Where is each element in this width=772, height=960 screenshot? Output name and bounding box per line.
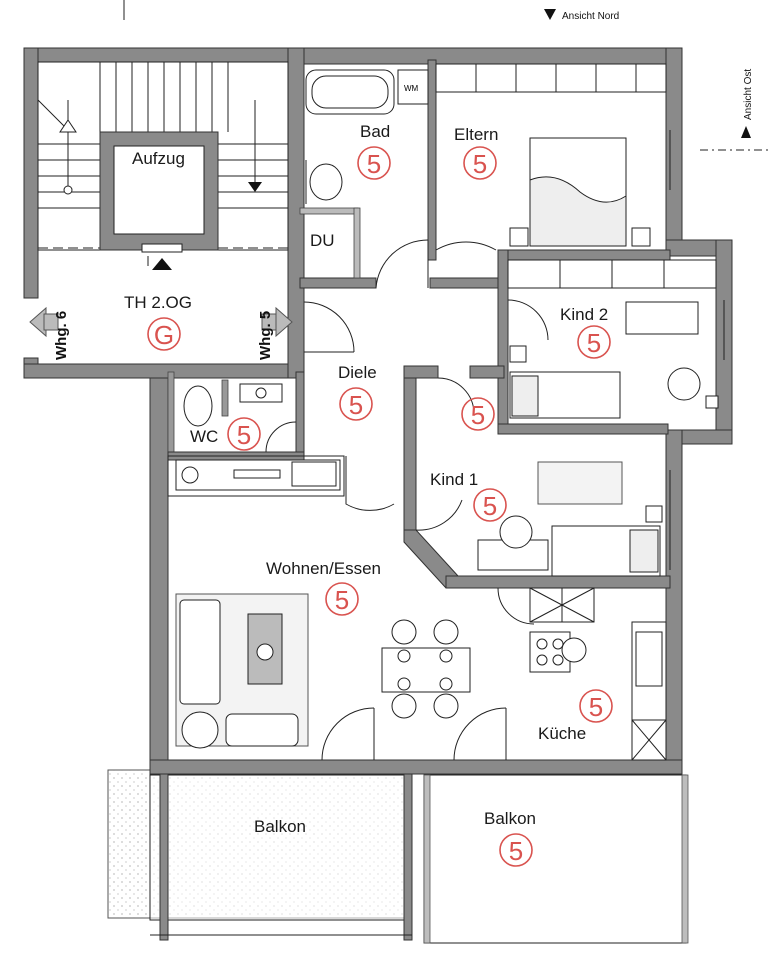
neighbor-left-arrow bbox=[29, 306, 59, 338]
interior-walls bbox=[167, 47, 671, 589]
kitchen-fixtures bbox=[529, 587, 667, 761]
marker-child1: 5 bbox=[473, 488, 507, 522]
washing-machine-label: WM bbox=[404, 84, 419, 93]
neighbor-right-arrow bbox=[261, 306, 293, 338]
bathroom-fixtures: WM bbox=[305, 69, 429, 289]
room-label-kitchen: Küche bbox=[538, 724, 586, 743]
room-label-wc: WC bbox=[190, 427, 218, 446]
marker-hallway-text: 5 bbox=[349, 390, 363, 420]
marker-child1-text: 5 bbox=[483, 491, 497, 521]
room-label-child1: Kind 1 bbox=[430, 470, 478, 489]
marker-bathroom-text: 5 bbox=[367, 149, 381, 179]
marker-kitchen: 5 bbox=[579, 689, 613, 723]
balcony-left bbox=[107, 769, 413, 941]
room-label-bathroom: Bad bbox=[360, 122, 390, 141]
marker-wc: 5 bbox=[227, 417, 261, 451]
marker-corridor-text: 5 bbox=[471, 400, 485, 430]
room-label-child2: Kind 2 bbox=[560, 305, 608, 324]
marker-stairwell-text: G bbox=[154, 320, 174, 350]
master-bedroom-fixtures bbox=[435, 63, 671, 251]
room-label-living-dining: Wohnen/Essen bbox=[266, 559, 381, 578]
marker-stairwell: G bbox=[147, 317, 181, 351]
balcony-right bbox=[423, 774, 689, 944]
marker-living-dining: 5 bbox=[325, 582, 359, 616]
child2-fixtures bbox=[507, 259, 725, 419]
room-label-elevator: Aufzug bbox=[132, 149, 185, 168]
room-label-balcony-left: Balkon bbox=[254, 817, 306, 836]
marker-bathroom: 5 bbox=[357, 146, 391, 180]
room-label-shower: DU bbox=[310, 231, 335, 250]
marker-corridor: 5 bbox=[461, 397, 495, 431]
marker-wc-text: 5 bbox=[237, 420, 251, 450]
living-fixtures bbox=[175, 459, 535, 761]
marker-balcony: 5 bbox=[499, 833, 533, 867]
view-east-marker: Ansicht Ost bbox=[700, 69, 772, 151]
marker-child2-text: 5 bbox=[587, 328, 601, 358]
room-label-master-bedroom: Eltern bbox=[454, 125, 498, 144]
room-label-stairwell: TH 2.OG bbox=[124, 293, 192, 312]
marker-hallway: 5 bbox=[339, 387, 373, 421]
view-east-label: Ansicht Ost bbox=[743, 69, 754, 120]
view-north-label: Ansicht Nord bbox=[562, 11, 619, 22]
elevator bbox=[99, 131, 219, 270]
view-north-marker: Ansicht Nord bbox=[123, 0, 619, 22]
child1-fixtures bbox=[415, 461, 671, 577]
room-label-balcony-right: Balkon bbox=[484, 809, 536, 828]
neighbor-right-label: Whg. 5 bbox=[257, 311, 274, 360]
marker-kitchen-text: 5 bbox=[589, 692, 603, 722]
marker-living-dining-text: 5 bbox=[335, 585, 349, 615]
marker-master-bedroom-text: 5 bbox=[473, 149, 487, 179]
wc-fixtures bbox=[183, 383, 283, 427]
marker-child2: 5 bbox=[577, 325, 611, 359]
room-label-hallway: Diele bbox=[338, 363, 377, 382]
hallway-doors bbox=[265, 301, 475, 511]
marker-balcony-text: 5 bbox=[509, 836, 523, 866]
neighbor-left-label: Whg. 6 bbox=[53, 311, 70, 360]
marker-master-bedroom: 5 bbox=[463, 146, 497, 180]
